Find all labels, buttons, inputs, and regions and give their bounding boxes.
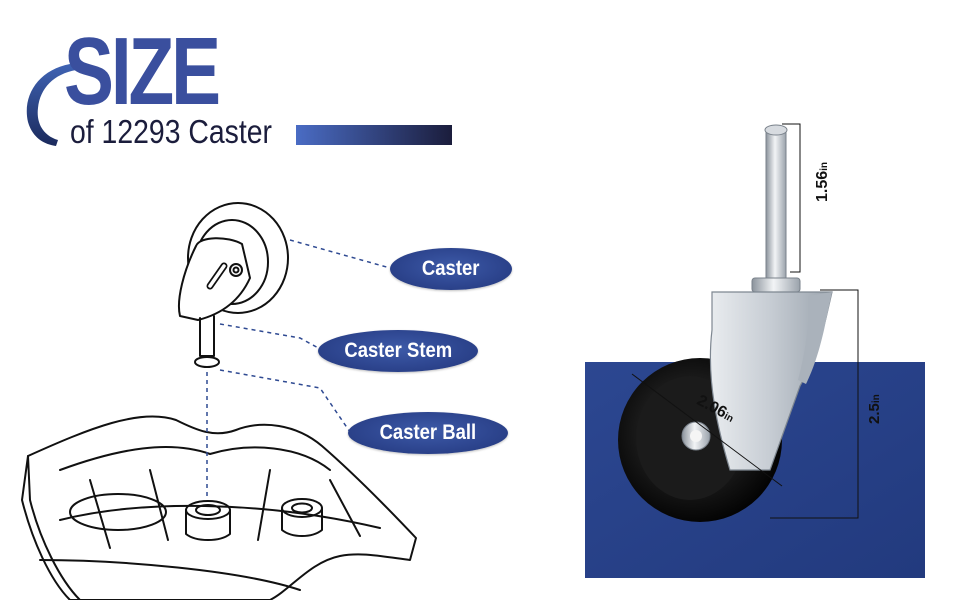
accent-bar	[296, 125, 452, 145]
page-title: SIZE	[64, 18, 221, 125]
arc-swoosh-icon	[26, 64, 76, 146]
caster-ball-callout: Caster Ball	[348, 412, 508, 454]
caster-wheel-outline	[187, 202, 289, 314]
page-subtitle: of 12293 Caster	[70, 113, 272, 150]
total-height-label: 2.5in	[866, 394, 883, 424]
caster-line-drawing	[21, 202, 417, 600]
caster-stem-callout: Caster Stem	[318, 330, 478, 372]
stem-height-label: 1.56in	[814, 161, 831, 202]
caster-product-photo	[585, 123, 925, 578]
caster-callout: Caster	[390, 248, 512, 290]
